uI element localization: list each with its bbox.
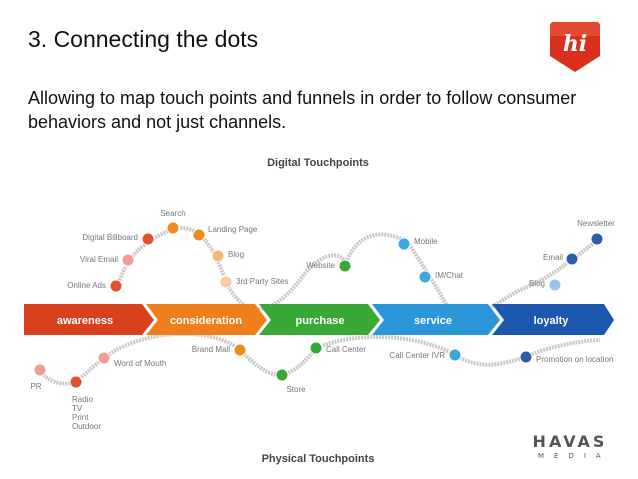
touchpoint-diagram: Digital Touchpoints Physical Touchpoints… bbox=[24, 157, 615, 465]
touchpoint-dot bbox=[309, 341, 323, 355]
touchpoint-dot bbox=[192, 228, 206, 242]
phase-service bbox=[372, 304, 500, 335]
touchpoint-dot bbox=[338, 259, 352, 273]
touchpoint-label: Viral Email bbox=[80, 255, 118, 264]
havas-submark: MEDIA bbox=[538, 452, 611, 460]
touchpoint-dot bbox=[211, 249, 225, 263]
touchpoint-dot bbox=[219, 275, 233, 289]
phase-label-loyalty: loyalty bbox=[534, 315, 570, 327]
digital-touchpoints: Online Ads Viral Email Digital Billboard… bbox=[67, 209, 615, 293]
touchpoint-dot bbox=[418, 270, 432, 284]
touchpoint-dot bbox=[97, 351, 111, 365]
hi-logo: hi bbox=[550, 22, 600, 72]
touchpoint-label: Radio bbox=[72, 395, 93, 404]
touchpoint-label: Promotion on location bbox=[536, 355, 613, 364]
touchpoint-label: Digital Billboard bbox=[82, 233, 138, 242]
touchpoint-label-line: Print bbox=[72, 413, 89, 422]
touchpoint-label: Search bbox=[160, 209, 185, 218]
touchpoint-label: Call Center IVR bbox=[389, 351, 445, 360]
phase-awareness bbox=[24, 304, 154, 335]
touchpoint-label: Brand Mall bbox=[192, 345, 230, 354]
touchpoint-label: Blog bbox=[228, 250, 244, 259]
digital-touchpoints-heading: Digital Touchpoints bbox=[267, 157, 369, 169]
physical-touchpoints-heading: Physical Touchpoints bbox=[262, 453, 375, 465]
touchpoint-label: Call Center bbox=[326, 345, 366, 354]
phase-label-awareness: awareness bbox=[57, 315, 113, 327]
touchpoint-dot bbox=[141, 232, 155, 246]
touchpoint-label: Email bbox=[543, 253, 563, 262]
touchpoint-dot bbox=[166, 221, 180, 235]
touchpoint-label: Landing Page bbox=[208, 225, 258, 234]
physical-path bbox=[38, 331, 601, 386]
touchpoint-label: Online Ads bbox=[67, 281, 106, 290]
touchpoint-dot bbox=[275, 368, 289, 382]
havas-media-logo: HAVAS MEDIA bbox=[530, 432, 611, 461]
touchpoint-label: Blog bbox=[529, 279, 545, 288]
touchpoint-label: Store bbox=[286, 385, 306, 394]
slide-title: 3. Connecting the dots bbox=[28, 26, 259, 52]
touchpoint-dot bbox=[448, 348, 462, 362]
phase-loyalty bbox=[492, 304, 614, 335]
touchpoint-dot bbox=[519, 350, 533, 364]
touchpoint-dot bbox=[33, 363, 47, 377]
touchpoint-label: PR bbox=[30, 382, 41, 391]
touchpoint-label: Website bbox=[306, 261, 335, 270]
touchpoint-dot bbox=[233, 343, 247, 357]
touchpoint-dot bbox=[109, 279, 123, 293]
touchpoint-label-line: TV bbox=[72, 404, 83, 413]
touchpoint-dot bbox=[565, 252, 579, 266]
touchpoint-dot bbox=[548, 278, 562, 292]
touchpoint-label: Newsletter bbox=[577, 219, 615, 228]
touchpoint-label: Word of Mouth bbox=[114, 359, 166, 368]
havas-wordmark: HAVAS bbox=[532, 432, 608, 451]
touchpoint-dot bbox=[590, 232, 604, 246]
touchpoint-label-line: Outdoor bbox=[72, 422, 101, 431]
phase-band: awareness consideration purchase service… bbox=[24, 304, 614, 335]
phase-label-consideration: consideration bbox=[170, 315, 242, 327]
touchpoint-dot bbox=[121, 253, 135, 267]
hi-logo-text: hi bbox=[563, 31, 587, 57]
phase-label-service: service bbox=[414, 315, 452, 327]
phase-purchase bbox=[259, 304, 380, 335]
phase-consideration bbox=[146, 304, 267, 335]
slide-subtitle: Allowing to map touch points and funnels… bbox=[28, 88, 577, 132]
touchpoint-label: Mobile bbox=[414, 237, 438, 246]
phase-label-purchase: purchase bbox=[296, 315, 345, 327]
touchpoint-dot bbox=[69, 375, 83, 389]
touchpoint-label: 3rd Party Sites bbox=[236, 277, 288, 286]
touchpoint-dot bbox=[397, 237, 411, 251]
touchpoint-label: IM/Chat bbox=[435, 271, 464, 280]
